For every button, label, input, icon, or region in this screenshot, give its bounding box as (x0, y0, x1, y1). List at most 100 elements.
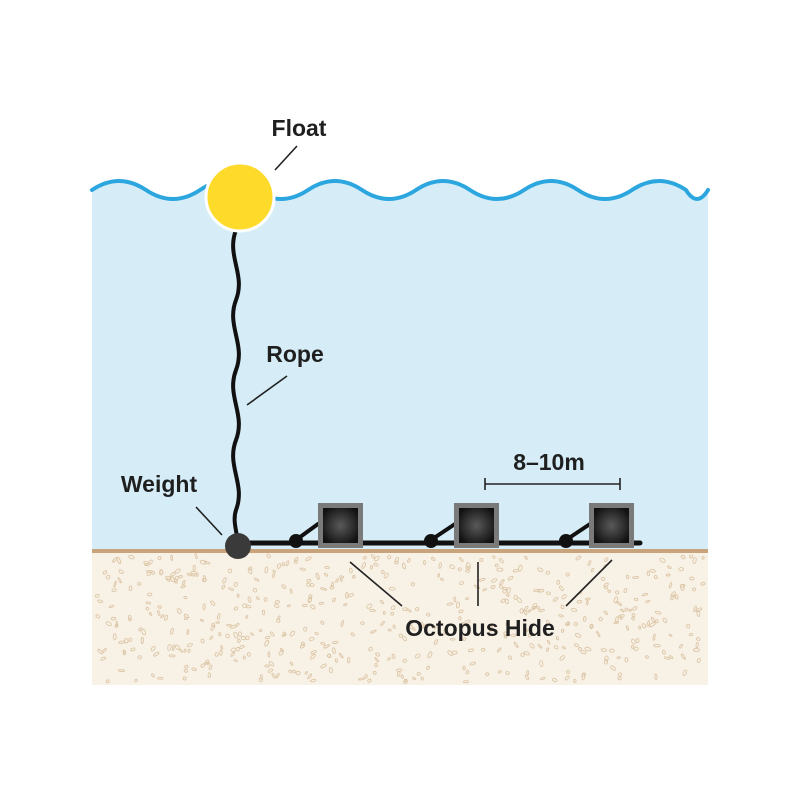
sand-speckle (186, 572, 192, 577)
sand-speckle (524, 555, 528, 560)
sand-speckle (369, 629, 377, 634)
sand-speckle (576, 599, 583, 604)
sand-speckle (329, 585, 335, 590)
sand-speckle (238, 631, 242, 637)
sand-speckle (635, 638, 640, 644)
knot-3 (559, 534, 573, 548)
sand-speckle (537, 644, 543, 649)
sand-speckle (520, 652, 525, 657)
sand-speckle (670, 594, 675, 601)
sand-speckle (585, 599, 589, 606)
sand-speckle (138, 627, 142, 632)
sand-speckle (178, 574, 183, 579)
sand-speckle (668, 582, 673, 589)
sand-speckle (546, 639, 551, 645)
sand-speckle (305, 582, 311, 587)
sand-speckle (539, 660, 544, 667)
sand-speckle (652, 633, 656, 641)
sand-speckle (219, 649, 223, 656)
sand-speckle (556, 579, 561, 585)
sand-speckle (600, 648, 607, 652)
sand-speckle (183, 668, 188, 673)
sand-speckle (230, 647, 237, 653)
sand-speckle (97, 648, 104, 655)
sand-speckle (416, 672, 421, 676)
sand-speckle (624, 657, 629, 663)
sand-speckle (387, 657, 391, 661)
sand-speckle (258, 629, 263, 632)
sand-speckle (245, 615, 249, 619)
sand-speckle (552, 597, 559, 602)
sand-speckle (128, 554, 135, 560)
sand-speckle (266, 553, 271, 559)
sand-speckle (324, 565, 330, 569)
sand-speckle (309, 582, 315, 588)
sand-speckle (305, 556, 312, 562)
sand-speckle (695, 642, 699, 649)
sand-speckle (102, 647, 107, 653)
sand-speckle (507, 576, 514, 581)
sand-speckle (661, 649, 666, 655)
sand-speckle (301, 641, 305, 646)
sand-speckle (150, 645, 156, 652)
sand-speckle (360, 621, 365, 625)
sand-speckle (537, 588, 545, 593)
sand-speckle (182, 676, 187, 681)
knots (289, 534, 573, 548)
sand-speckle (382, 611, 386, 615)
sand-speckle (619, 608, 625, 613)
sand-speckle (584, 646, 592, 652)
knot-2 (424, 534, 438, 548)
sand-speckle (184, 664, 189, 669)
sand-speckle (680, 554, 686, 560)
sand-speckle (545, 570, 551, 575)
sand-speckle (281, 562, 285, 567)
sand-speckle (461, 622, 465, 629)
sand-speckle (558, 614, 564, 618)
sand-speckle (615, 590, 620, 595)
sand-speckle (165, 576, 172, 580)
sand-speckle (221, 584, 226, 590)
sand-speckle (367, 678, 372, 683)
sand-speckle (128, 617, 132, 622)
sand-speckle (205, 659, 210, 665)
sand-speckle (533, 588, 541, 593)
weight-label: Weight (121, 471, 198, 497)
sand-speckle (267, 668, 274, 673)
sand-speckle (499, 579, 505, 586)
sand-speckle (504, 598, 509, 605)
sand-speckle (686, 623, 691, 629)
sand-speckle (239, 644, 245, 650)
sand-speckle (561, 646, 567, 650)
sand-speckle (527, 633, 532, 638)
sand-speckle (625, 575, 630, 580)
sand-speckle (299, 643, 306, 649)
sand-speckle (288, 669, 293, 674)
sand-speckle (523, 605, 529, 612)
sand-speckle (105, 621, 112, 627)
sand-speckle (443, 628, 448, 636)
sand-speckle (603, 585, 608, 590)
sand-speckle (128, 585, 133, 592)
sand-speckle (478, 577, 486, 582)
sand-speckle (116, 557, 122, 564)
sand-speckle (160, 614, 165, 619)
hide-leader-1 (349, 561, 403, 607)
sand-speckle (264, 664, 270, 668)
sand-speckle (688, 633, 694, 636)
sand-speckle (363, 556, 367, 560)
sand-speckle (172, 644, 175, 652)
sand-speckle (233, 659, 238, 662)
sand-speckle (366, 603, 373, 609)
sand-speckle (505, 622, 509, 627)
sand-speckle (151, 673, 155, 678)
sand-speckle (128, 637, 133, 642)
spacing-label: 8–10m (513, 449, 585, 475)
sand-speckle (447, 650, 454, 656)
sand-speckle (391, 653, 396, 659)
sand-speckle (374, 657, 380, 663)
sand-speckle (692, 557, 697, 565)
sand-speckle (458, 616, 462, 621)
sand-texture (94, 553, 706, 684)
